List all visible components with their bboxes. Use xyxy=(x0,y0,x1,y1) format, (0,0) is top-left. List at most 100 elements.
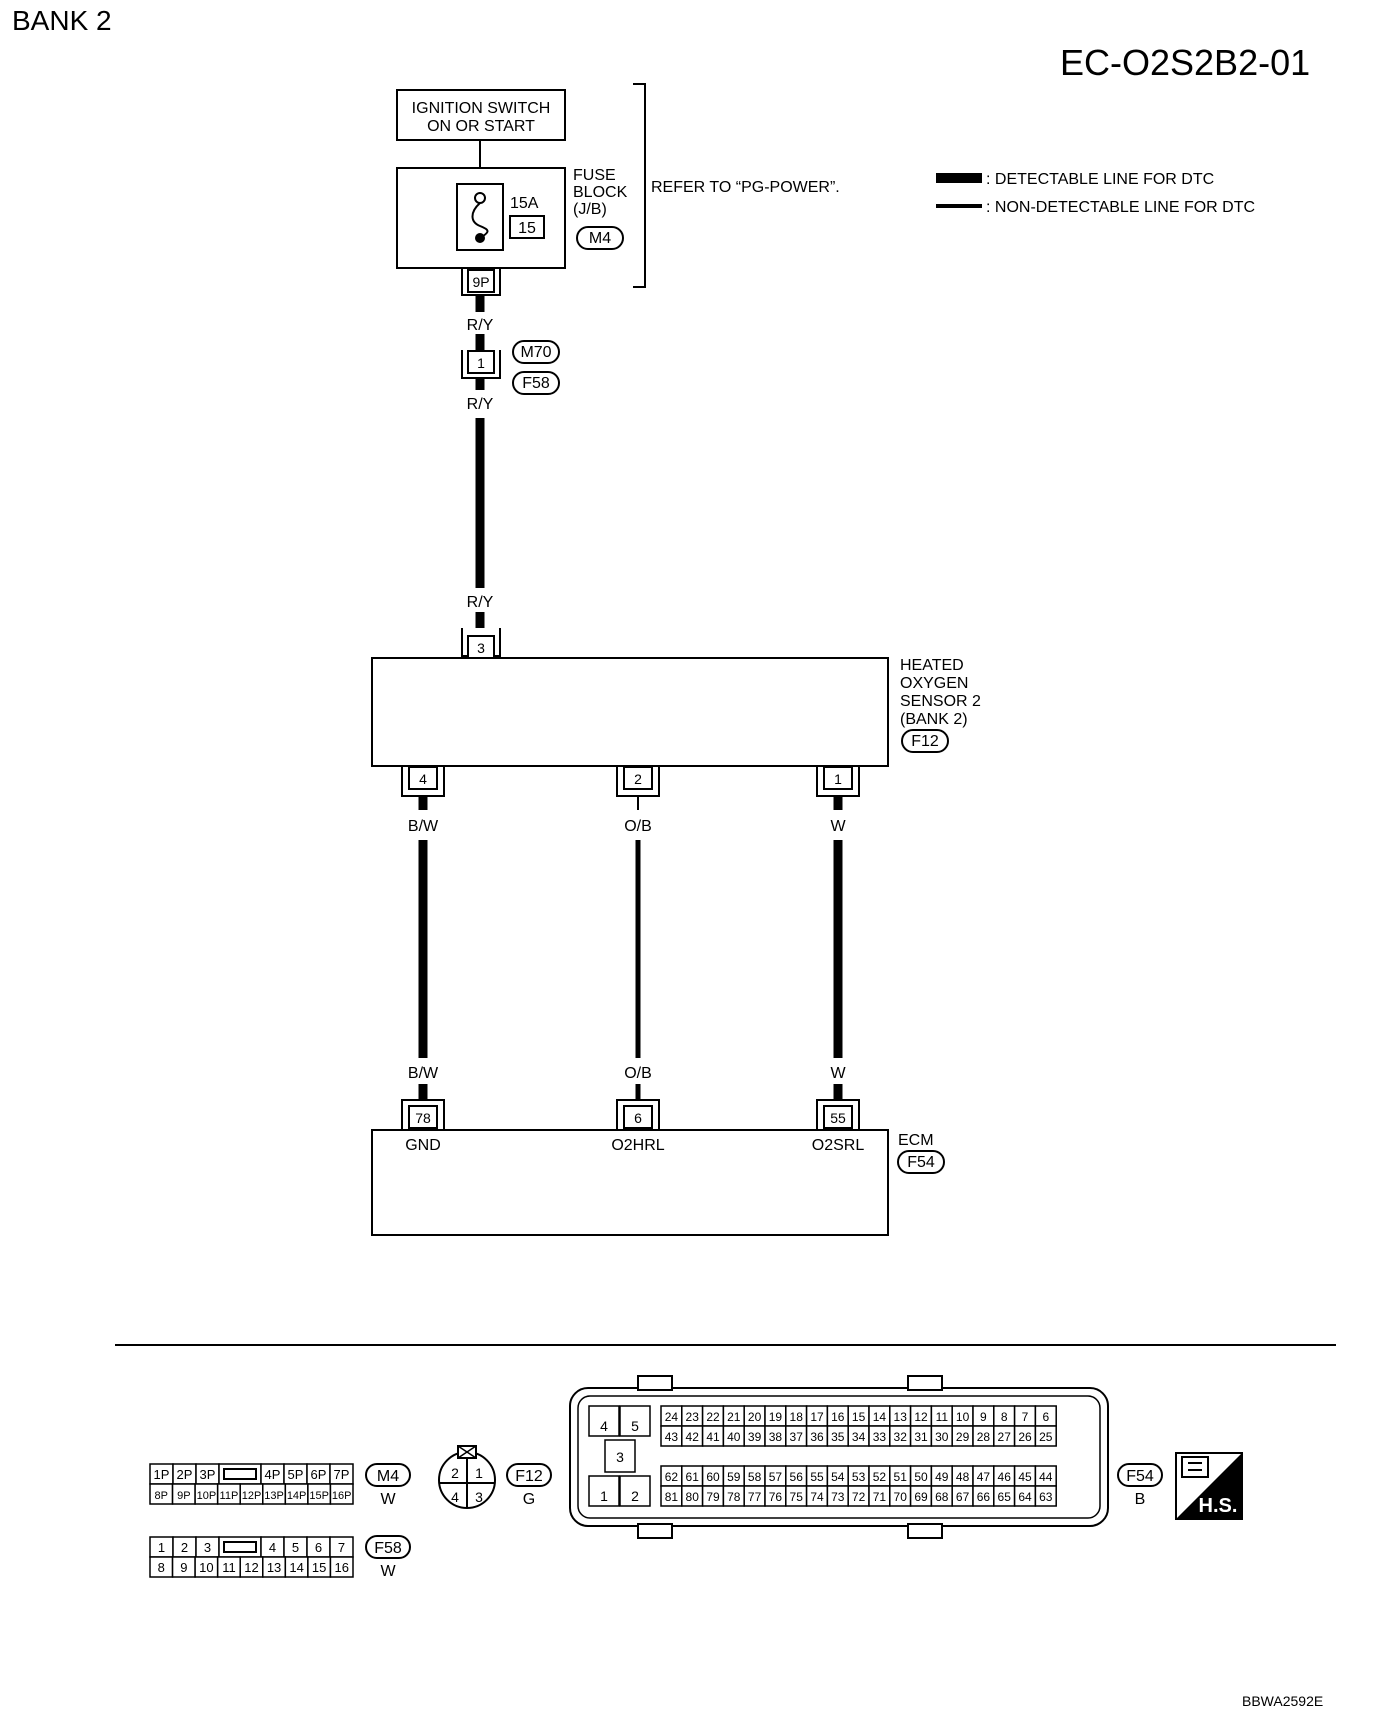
fuse-block-box xyxy=(396,167,566,269)
sensor-terminal-3: 3 xyxy=(461,628,501,659)
f58-lock-tab xyxy=(223,1541,257,1553)
f54-pin-22: 22 xyxy=(706,1410,720,1424)
wire-w-label-bottom: W xyxy=(830,1065,846,1082)
m4-pin-5P: 5P xyxy=(288,1467,304,1482)
f54-pin-56: 56 xyxy=(790,1470,804,1484)
sensor-terminal-4: 4 xyxy=(401,766,445,797)
f54-pin-21: 21 xyxy=(727,1410,741,1424)
m4-pin-12P: 12P xyxy=(242,1490,262,1502)
f54-latch-bottom-1 xyxy=(637,1523,673,1539)
sensor-terminal-1-label: 1 xyxy=(834,771,842,787)
f54-pin-43: 43 xyxy=(665,1430,679,1444)
junction-f58-oval xyxy=(512,371,560,395)
f12-pin-4: 4 xyxy=(451,1489,459,1505)
m4-pin-15P: 15P xyxy=(309,1490,329,1502)
hs-connector-glyph xyxy=(1181,1456,1209,1478)
f12-pin-3: 3 xyxy=(475,1489,483,1505)
m4-pin-3P: 3P xyxy=(200,1467,216,1482)
f54-pin-23: 23 xyxy=(686,1410,700,1424)
f12-connector-oval xyxy=(506,1463,552,1487)
sensor-line1: HEATED xyxy=(900,657,964,674)
sensor-box xyxy=(371,657,889,767)
hs-label: H.S. xyxy=(1199,1495,1238,1517)
f54-pin-36: 36 xyxy=(810,1430,824,1444)
f54-pin-44: 44 xyxy=(1039,1470,1053,1484)
f58-pin-2: 2 xyxy=(181,1540,188,1555)
heated-oxygen-sensor: HEATED OXYGEN SENSOR 2 (BANK 2) F12 xyxy=(371,657,981,767)
page-title: BANK 2 xyxy=(12,5,112,36)
f54-pin-63-cell xyxy=(1034,1485,1057,1507)
ecm-terminal-6: 6 xyxy=(616,1099,660,1130)
m4-connector-oval xyxy=(365,1463,411,1487)
sensor-connector-oval xyxy=(901,729,949,753)
sensor-connector-label: F12 xyxy=(911,733,939,750)
fuse-amp: 15A xyxy=(510,195,539,212)
f54-pin-20: 20 xyxy=(748,1410,762,1424)
fuse-number: 15 xyxy=(518,220,536,237)
ecm-signal-gnd: GND xyxy=(405,1137,441,1154)
fuse-holder xyxy=(456,183,504,251)
wire-ry-label-2: R/Y xyxy=(467,396,494,413)
f54-pin-79: 79 xyxy=(706,1490,720,1504)
f54-pin-66: 66 xyxy=(977,1490,991,1504)
f54-pin-50: 50 xyxy=(914,1470,928,1484)
sensor-line2: OXYGEN xyxy=(900,675,968,692)
f58-pin-5: 5 xyxy=(292,1540,299,1555)
junction-m70-label: M70 xyxy=(520,344,551,361)
f54-pin-3: 3 xyxy=(616,1449,624,1465)
f54-pin-16: 16 xyxy=(831,1410,845,1424)
f54-inner-shell xyxy=(577,1395,1101,1519)
f54-pin-74: 74 xyxy=(810,1490,824,1504)
f54-pin-63: 63 xyxy=(1039,1490,1053,1504)
wire-ry-label-1: R/Y xyxy=(467,317,494,334)
f54-pin-11: 11 xyxy=(936,1410,949,1424)
m4-lock-tab xyxy=(223,1468,257,1480)
sensor-terminal-2-label: 2 xyxy=(634,771,642,787)
f54-connector-label: F54 xyxy=(1126,1468,1154,1485)
m4-pin-16P-cell xyxy=(329,1483,354,1505)
m4-pin-9P: 9P xyxy=(177,1490,190,1502)
f54-pin-61: 61 xyxy=(686,1470,700,1484)
f54-pin-78: 78 xyxy=(727,1490,741,1504)
wire-ob-label-bottom: O/B xyxy=(624,1065,652,1082)
f54-pin-47: 47 xyxy=(977,1470,991,1484)
junction-f58-label: F58 xyxy=(522,375,550,392)
f58-pin-11: 11 xyxy=(222,1560,236,1575)
f58-pin-15: 15 xyxy=(312,1560,326,1575)
f54-pin-77: 77 xyxy=(748,1490,762,1504)
m4-pin-16P: 16P xyxy=(332,1490,352,1502)
f54-pin-34: 34 xyxy=(852,1430,866,1444)
m4-pin-14P: 14P xyxy=(287,1490,307,1502)
f54-pin-59: 59 xyxy=(727,1470,741,1484)
f54-pin-4-cell xyxy=(588,1405,620,1437)
f58-connector-label: F58 xyxy=(374,1540,402,1557)
f54-pin-35: 35 xyxy=(831,1430,845,1444)
ecm-signal-o2hrl: O2HRL xyxy=(611,1137,664,1154)
f54-latch-top-1 xyxy=(637,1375,673,1391)
f54-pin-7: 7 xyxy=(1022,1410,1029,1424)
f54-pin-32: 32 xyxy=(894,1430,908,1444)
f54-pin-76: 76 xyxy=(769,1490,783,1504)
f54-connector-color: B xyxy=(1135,1491,1146,1508)
fuse-icon xyxy=(471,202,489,239)
f54-pin-26: 26 xyxy=(1018,1430,1032,1444)
legend: : DETECTABLE LINE FOR DTC : NON-DETECTAB… xyxy=(936,171,1255,216)
m4-pin-8P: 8P xyxy=(155,1490,168,1502)
f12-pin-1: 1 xyxy=(475,1465,483,1481)
ecm-box xyxy=(371,1129,889,1236)
f54-pin-69: 69 xyxy=(914,1490,928,1504)
f54-pin-72: 72 xyxy=(852,1490,866,1504)
f54-pin-64: 64 xyxy=(1018,1490,1032,1504)
ecm: GND O2HRL O2SRL ECM F54 xyxy=(371,1129,945,1236)
f54-pin-29: 29 xyxy=(956,1430,970,1444)
ecm-terminal-78-label: 78 xyxy=(415,1110,431,1126)
f54-pin-75: 75 xyxy=(790,1490,804,1504)
ecm-label: ECM xyxy=(898,1132,934,1149)
m4-pin-10P: 10P xyxy=(197,1490,217,1502)
f54-pin-81: 81 xyxy=(665,1490,679,1504)
sensor-terminal-3-label: 3 xyxy=(477,640,485,656)
fuse-label-line3: (J/B) xyxy=(573,201,607,218)
m4-pin-4P: 4P xyxy=(265,1467,281,1482)
f54-pin-68: 68 xyxy=(935,1490,949,1504)
ecm-terminal-55-label: 55 xyxy=(830,1110,846,1126)
